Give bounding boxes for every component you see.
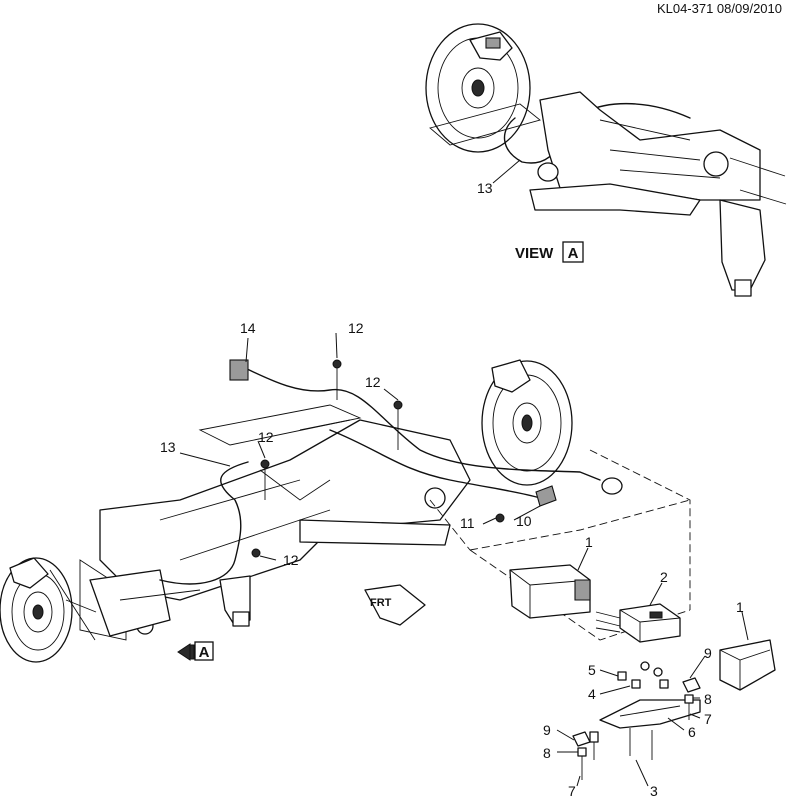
callout-6: 6 — [688, 724, 696, 740]
actuator-dashed-outline — [429, 449, 691, 641]
rear-cable-14 — [244, 367, 601, 481]
cable-14-connector — [229, 359, 249, 381]
bolt-12-left — [260, 459, 270, 500]
view-a-inset: 13 VIEW A — [425, 23, 787, 297]
actuator-assembly — [509, 564, 776, 780]
callout-5: 5 — [588, 662, 596, 678]
callout-14: 14 — [240, 320, 256, 336]
actuator-cover-lower — [719, 639, 776, 691]
bolt-12-top — [332, 359, 342, 400]
view-a-arrow-letter: A — [199, 644, 210, 661]
callout-leaders — [179, 332, 749, 787]
callout-12-bottom: 12 — [283, 552, 299, 568]
front-direction-marker: FRT — [364, 584, 426, 626]
callout-8-left: 8 — [543, 745, 551, 761]
view-a-rear-frame — [529, 91, 787, 297]
nut-11 — [495, 513, 505, 523]
callout-10: 10 — [516, 513, 532, 529]
fastener-group-right — [682, 677, 701, 720]
view-a-direction-arrow: A — [177, 641, 214, 661]
fastener-group-left — [572, 731, 599, 780]
drawing-id: KL04-371 08/09/2010 — [657, 1, 782, 16]
callout-7-right: 7 — [704, 711, 712, 727]
main-assembly: FRT A — [0, 359, 691, 663]
left-brake-rotor — [0, 557, 97, 663]
actuator-cover-upper — [509, 564, 591, 619]
callout-8-right: 8 — [704, 691, 712, 707]
mounting-bracket — [599, 699, 701, 729]
rear-cradle — [89, 419, 471, 637]
front-cable-10 — [329, 429, 541, 499]
left-cable-13 — [159, 461, 249, 585]
callout-12-mid: 12 — [365, 374, 381, 390]
view-a-label: VIEW — [515, 245, 554, 262]
callout-1-top: 1 — [585, 534, 593, 550]
callout-4: 4 — [588, 686, 596, 702]
callout-13-view-a: 13 — [477, 180, 493, 196]
callout-1-right: 1 — [736, 599, 744, 615]
front-marker-text: FRT — [370, 597, 392, 609]
view-a-letter: A — [568, 245, 579, 262]
callout-13-main: 13 — [160, 439, 176, 455]
view-a-letter-box — [562, 241, 584, 263]
view-a-cable-plane — [429, 103, 541, 146]
callout-7-bottom: 7 — [568, 783, 576, 799]
callout-12-left: 12 — [258, 429, 274, 445]
view-a-brake-backing-plate — [425, 23, 531, 153]
fastener-group-center — [617, 661, 669, 760]
electric-parking-brake-actuator — [595, 603, 681, 643]
callout-3: 3 — [650, 783, 658, 799]
bolt-12-bottom — [251, 548, 261, 558]
callout-9-left: 9 — [543, 722, 551, 738]
callout-9-right: 9 — [704, 645, 712, 661]
right-brake-backing-plate — [481, 359, 573, 486]
callout-11: 11 — [460, 515, 475, 531]
callout-2: 2 — [660, 569, 668, 585]
callout-12-top: 12 — [348, 320, 364, 336]
bolt-12-mid — [393, 400, 403, 450]
callout-numbers: 12 12 12 12 14 13 10 11 1 2 1 9 8 7 6 5 … — [160, 320, 744, 799]
